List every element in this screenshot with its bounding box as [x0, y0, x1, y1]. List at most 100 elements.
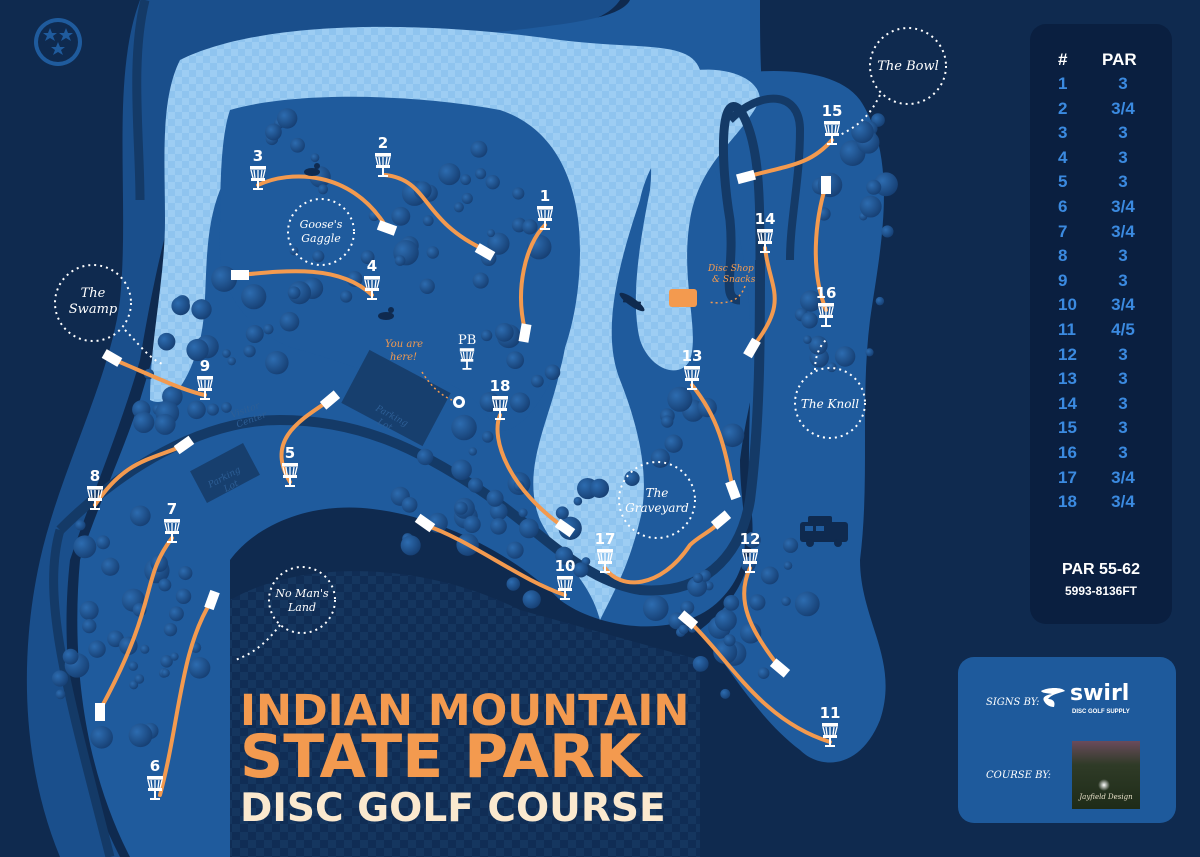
tree-icon [661, 415, 674, 428]
par-row-hole: 18 [1058, 492, 1077, 512]
hole-number: 1 [540, 187, 550, 205]
tree-icon [518, 518, 539, 539]
credits-panel: SIGNS BY: swirl DISC GOLF SUPPLY COURSE … [958, 657, 1176, 823]
trees [51, 108, 898, 749]
tee-pad-icon [319, 390, 341, 410]
title-line-3: DISC GOLF COURSE [240, 786, 666, 831]
tree-icon [859, 195, 882, 218]
tree-icon [245, 325, 264, 344]
tee-pad-icon [376, 220, 398, 236]
tree-icon [739, 622, 762, 644]
tree-icon [90, 725, 113, 749]
tree-icon [241, 284, 267, 310]
par-row-hole: 4 [1058, 147, 1068, 167]
tree-icon [175, 588, 192, 605]
tree-icon [486, 229, 495, 238]
par-row-hole: 9 [1058, 270, 1068, 290]
par-row-par: 3/4 [1111, 221, 1135, 241]
tree-icon [555, 506, 569, 520]
practice-basket-label: PB [458, 333, 476, 348]
hole-number: 4 [367, 257, 377, 275]
hole-number: 13 [682, 347, 703, 365]
tee-pad-icon [173, 435, 195, 455]
tee-pad-icon [554, 518, 576, 538]
tree-icon [129, 505, 151, 527]
tree-icon [170, 652, 179, 661]
par-row-hole: 16 [1058, 442, 1077, 462]
tree-icon [489, 502, 508, 521]
tree-icon [555, 546, 574, 565]
disc-shop-building [669, 289, 697, 307]
tree-icon [664, 434, 683, 453]
hole-number: 12 [740, 530, 761, 548]
tee-pad-icon [474, 243, 496, 261]
tree-icon [494, 322, 514, 342]
tree-icon [799, 290, 822, 312]
par-row-hole: 10 [1058, 295, 1077, 315]
tree-icon [187, 400, 206, 420]
tree-icon [760, 566, 779, 585]
total-par: PAR 55-62 [1062, 561, 1140, 578]
tree-icon [312, 250, 325, 263]
tree-icon [781, 596, 791, 607]
tree-icon [171, 296, 190, 316]
swirl-logo: swirl DISC GOLF SUPPLY [1038, 681, 1148, 721]
hole-number: 14 [755, 210, 776, 228]
swirl-logo-name: swirl [1070, 681, 1130, 706]
tree-icon [720, 423, 745, 448]
par-row-hole: 15 [1058, 418, 1077, 438]
tree-icon [461, 192, 473, 205]
tree-icon [134, 674, 145, 684]
tree-icon [163, 622, 178, 637]
tree-icon [486, 489, 504, 507]
tree-icon [51, 670, 69, 687]
jayfield-design-text: Jayfield Design [1079, 793, 1133, 801]
par-row-par: 3 [1118, 344, 1128, 364]
tree-icon [158, 578, 172, 592]
tree-icon [161, 668, 170, 678]
tree-icon [506, 577, 521, 591]
par-row-hole: 6 [1058, 196, 1068, 216]
par-row-hole: 8 [1058, 246, 1068, 266]
tree-icon [794, 591, 820, 617]
tree-icon [544, 364, 561, 381]
tree-icon [422, 215, 434, 227]
tree-icon [875, 296, 885, 306]
par-row-hole: 2 [1058, 98, 1068, 118]
tree-icon [714, 609, 737, 632]
rv-icon [800, 516, 848, 547]
tree-icon [851, 120, 874, 144]
tree-icon [624, 470, 640, 487]
tee-pad-icon [414, 513, 436, 533]
tree-icon [506, 351, 525, 370]
tree-icon [723, 634, 736, 647]
par-row-hole: 7 [1058, 221, 1068, 241]
tree-icon [426, 246, 440, 259]
kayak-icon [619, 292, 645, 312]
par-row-par: 3/4 [1111, 196, 1135, 216]
tree-icon [129, 680, 139, 690]
tree-icon [206, 403, 219, 416]
tree-icon [289, 246, 299, 256]
tree-icon [96, 535, 111, 550]
par-row-par: 3/4 [1111, 98, 1135, 118]
tree-icon [506, 541, 524, 559]
tree-icon [243, 345, 256, 358]
tree-icon [227, 356, 236, 366]
tree-icon [451, 459, 472, 481]
par-row-hole: 3 [1058, 123, 1068, 143]
tree-icon [460, 174, 472, 186]
par-row-par: 3 [1118, 246, 1128, 266]
tree-icon [75, 520, 86, 531]
tree-icon [73, 535, 97, 559]
par-row-hole: 14 [1058, 393, 1077, 413]
